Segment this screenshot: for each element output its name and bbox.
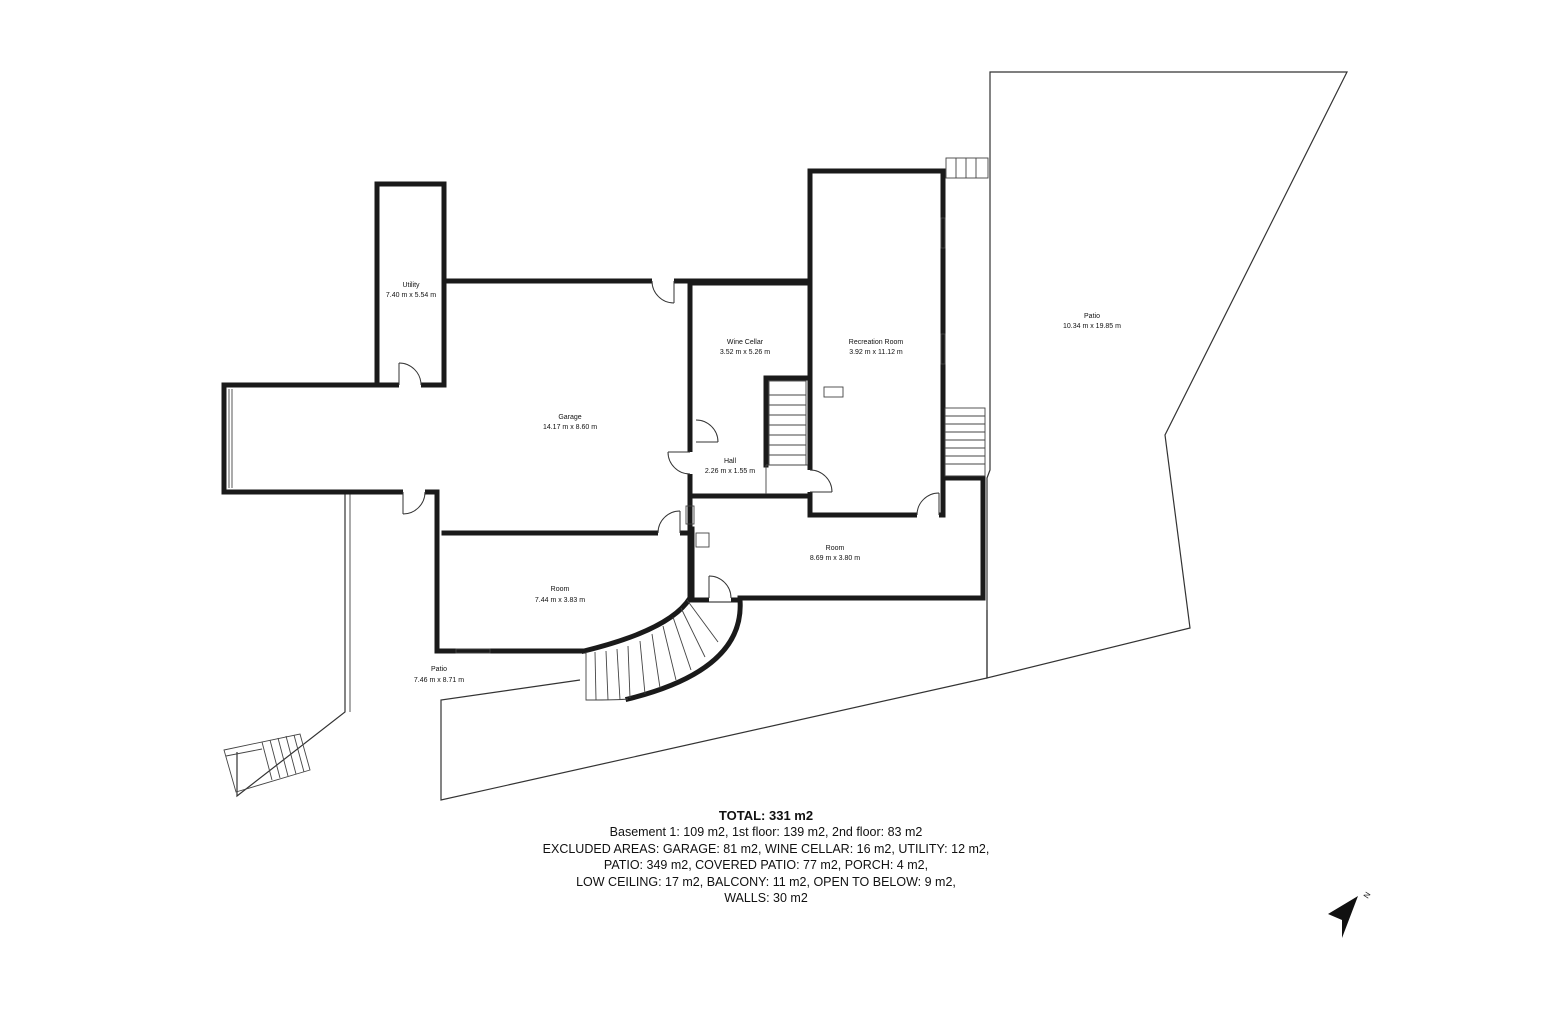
utility-dims: 7.40 m x 5.54 m — [386, 292, 436, 299]
utility-name: Utility — [402, 282, 420, 289]
door-recreation-room — [806, 469, 833, 493]
patio-west-name: Patio — [431, 666, 447, 673]
door-garage-north — [651, 277, 675, 304]
hall-name: Hall — [724, 458, 737, 465]
door-room-east — [708, 575, 732, 602]
door-utility — [398, 362, 422, 389]
door-patio-west — [402, 488, 426, 515]
area-summary: TOTAL: 331 m2 Basement 1: 109 m2, 1st fl… — [466, 808, 1066, 907]
recreation-room-walls — [807, 168, 946, 518]
north-label: N — [1362, 890, 1373, 900]
recreation-room-dims: 3.92 m x 11.12 m — [849, 349, 903, 356]
door-room-south — [657, 510, 681, 537]
recreation-room-name: Recreation Room — [849, 339, 904, 346]
stairs-patio-east — [944, 407, 986, 477]
room-east-name: Room — [826, 545, 845, 552]
floor-areas: Basement 1: 109 m2, 1st floor: 139 m2, 2… — [609, 825, 923, 839]
patio-east-dims: 10.34 m x 19.85 m — [1063, 323, 1121, 330]
excluded-areas-2: PATIO: 349 m2, COVERED PATIO: 77 m2, POR… — [603, 858, 929, 872]
stairs-patio-west — [223, 733, 311, 793]
hall-dims: 2.26 m x 1.55 m — [705, 468, 755, 475]
door-wine-cellar — [695, 419, 719, 443]
patio-west-dims: 7.46 m x 8.71 m — [414, 677, 464, 684]
garage-dims: 14.17 m x 8.60 m — [543, 424, 597, 431]
patio-east-outline — [986, 71, 1348, 679]
curved-stair-wall — [624, 597, 743, 703]
wine-cellar-dims: 3.52 m x 5.26 m — [720, 349, 770, 356]
excluded-areas-3: LOW CEILING: 17 m2, BALCONY: 11 m2, OPEN… — [576, 874, 956, 889]
walls-area: WALLS: 30 m2 — [724, 891, 808, 905]
room-south-name: Room — [551, 586, 570, 593]
patio-south-outline — [440, 610, 988, 801]
north-arrow-icon: N — [1328, 890, 1373, 938]
garage-name: Garage — [558, 414, 581, 421]
patio-east-name: Patio — [1084, 313, 1100, 320]
stairs-north-patio — [945, 157, 989, 179]
door-hall-west — [667, 451, 694, 475]
utility-walls — [374, 181, 447, 388]
room-south-dims: 7.44 m x 3.83 m — [535, 597, 585, 604]
stairs-hall — [765, 464, 808, 494]
total-area: TOTAL: 331 m2 — [718, 808, 814, 823]
stairs-curved — [585, 599, 719, 701]
stairs-wine-cellar — [768, 380, 807, 466]
excluded-areas-1: EXCLUDED AREAS: GARAGE: 81 m2, WINE CELL… — [542, 841, 990, 856]
wine-cellar-name: Wine Cellar — [727, 339, 764, 346]
door-recreation-east — [916, 492, 940, 519]
room-east-dims: 8.69 m x 3.80 m — [810, 555, 860, 562]
